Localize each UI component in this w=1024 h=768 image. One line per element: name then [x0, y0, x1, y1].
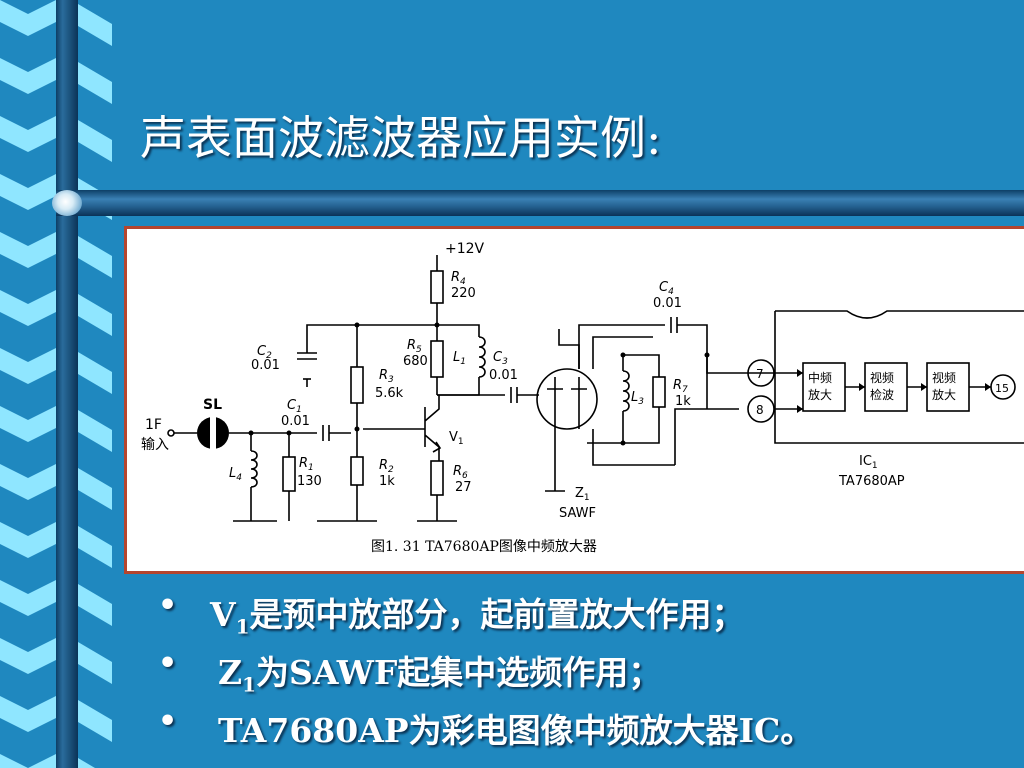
pin-7-label: 7 [756, 367, 764, 381]
r6-value: 27 [455, 480, 472, 495]
l2-coil [478, 336, 486, 378]
r6-resistor [430, 460, 444, 496]
stripe-chevron-left [0, 0, 56, 36]
bullet-marker: • [158, 646, 178, 681]
v1-label: V1 [449, 430, 464, 447]
sl-label: SL [203, 397, 222, 413]
stripe-chevron-left [0, 464, 56, 500]
stripe-chevron-left [0, 232, 56, 268]
block-3-line1: 视频 [932, 370, 956, 385]
stripe-chevron-right [78, 352, 112, 394]
rule-knob [52, 190, 82, 216]
horizontal-rule [56, 190, 1024, 216]
circuit-wires [167, 255, 1024, 522]
ic-part: TA7680AP [838, 474, 905, 489]
stripe-chevron-right [78, 758, 95, 768]
circuit-diagram: +12V R4 220 R5 680 L1 R3 5.6k R2 1k R6 2… [141, 241, 1024, 555]
pin-8-label: 8 [756, 403, 764, 417]
sl-element [197, 417, 229, 449]
stripe-chevron-right [78, 120, 112, 162]
stripe-chevron-right [78, 700, 112, 742]
block-2-line1: 视频 [870, 370, 894, 385]
bullet-marker: • [158, 588, 178, 623]
block-1-line1: 中频 [808, 370, 832, 385]
l1-label: L4 [229, 466, 242, 483]
block-3-line2: 放大 [932, 387, 956, 402]
ic-label: IC1 [859, 454, 878, 471]
stripe-chevron-right [78, 4, 112, 46]
c3-value: 0.01 [489, 368, 518, 383]
stripe-chevron-left [0, 580, 56, 616]
r2-value: 1k [379, 474, 395, 489]
l2-label: L1 [453, 350, 466, 367]
stripe-chevron-right [78, 236, 112, 278]
r1-value: 130 [297, 474, 322, 489]
c2-value: 0.01 [251, 358, 280, 373]
l3-label: L3 [631, 390, 644, 407]
bullet-marker: • [158, 704, 178, 739]
r4-label: R4 [451, 270, 466, 287]
pin-15-label: 15 [995, 382, 1009, 395]
r3-resistor [350, 366, 364, 404]
r7-value: 1k [675, 394, 691, 409]
stripe-chevron-left [0, 406, 56, 442]
z1-type: SAWF [559, 506, 596, 521]
r1-label: R1 [299, 456, 314, 473]
c1-label: C1 [287, 398, 302, 415]
bullet-text: TA7680AP为彩电图像中频放大器IC。 [218, 711, 814, 750]
supply-label: +12V [445, 241, 485, 257]
stripe-chevron-left [0, 116, 56, 152]
block-1-line2: 放大 [808, 387, 832, 402]
r2-label: R2 [379, 458, 394, 475]
c1-value: 0.01 [281, 414, 310, 429]
stripe-chevron-left [0, 290, 56, 326]
block-2-line2: 检波 [870, 387, 894, 402]
r6-label: R6 [453, 464, 468, 481]
arrowheads [248, 322, 991, 446]
r4-value: 220 [451, 286, 476, 301]
r3-label: R3 [379, 368, 394, 385]
stripe-chevron-right [78, 410, 112, 452]
input-label-bottom: 输入 [141, 437, 169, 453]
r1-resistor [282, 456, 296, 492]
c3-label: C3 [493, 350, 508, 367]
r2-resistor [350, 456, 364, 486]
circuit-figure: +12V R4 220 R5 680 L1 R3 5.6k R2 1k R6 2… [124, 226, 1024, 574]
input-label-top: 1F [145, 417, 162, 433]
stripe-chevron-right [78, 294, 112, 336]
stripe-chevron-right [78, 584, 112, 626]
stripe-chevron-left [0, 348, 56, 384]
stripe-chevron-left [0, 58, 56, 94]
stripe-chevron-left [0, 174, 56, 210]
stripe-chevron-left [0, 522, 56, 558]
stripe-chevron-left [0, 696, 56, 732]
r4-resistor [430, 270, 444, 304]
l3-coil [622, 370, 630, 412]
r3-value: 5.6k [375, 386, 404, 401]
slide-title: 声表面波滤波器应用实例: [140, 111, 662, 165]
c4-value: 0.01 [653, 296, 682, 311]
stripe-chevron-right [78, 526, 112, 568]
stripe-chevron-right [78, 62, 112, 104]
r7-resistor [652, 376, 666, 408]
z1-label: Z1 [575, 486, 590, 503]
r7-label: R7 [673, 378, 688, 395]
bullet-text: Z1为SAWF起集中选频作用； [218, 653, 662, 697]
stripe-chevron-left [0, 638, 56, 674]
z1-saw-filter [536, 368, 598, 430]
c2-label: C2 [257, 344, 272, 361]
c4-label: C4 [659, 280, 674, 297]
r5-label: R5 [407, 338, 422, 355]
l1-coil [250, 450, 258, 488]
stripe-chevron-left [0, 754, 56, 768]
vertical-rule [56, 0, 78, 768]
r5-resistor [430, 340, 444, 378]
stripe-chevron-right [78, 642, 112, 684]
r5-value: 680 [403, 354, 428, 369]
stripe-chevron-right [78, 468, 112, 510]
bullet-text: V1是预中放部分，起前置放大作用； [210, 595, 745, 639]
figure-caption: 图1. 31 TA7680AP图像中频放大器 [371, 539, 597, 555]
